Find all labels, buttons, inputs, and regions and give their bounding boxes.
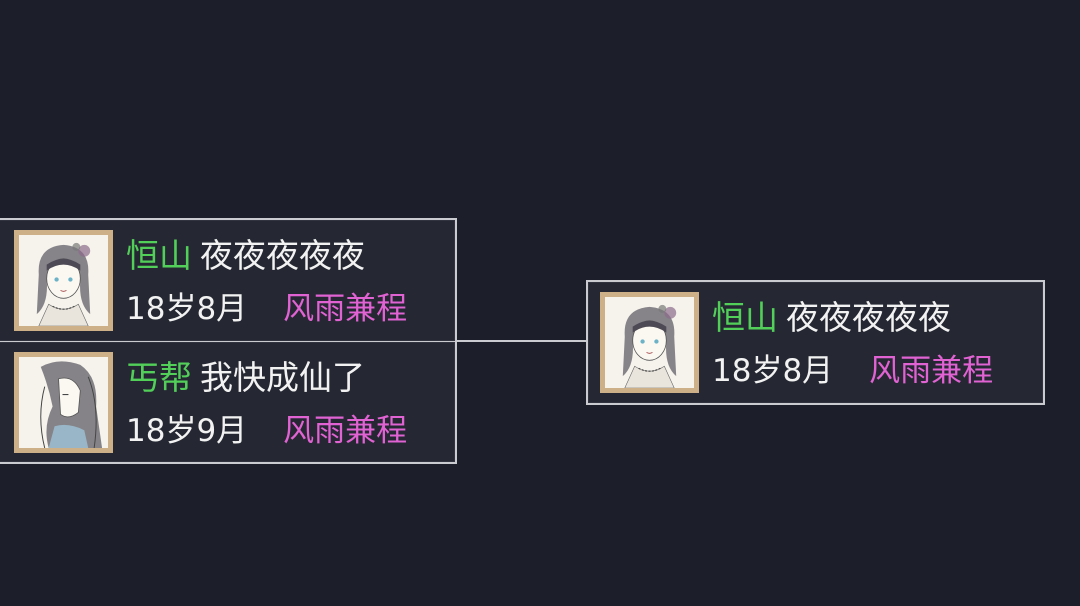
female-portrait-icon xyxy=(19,235,108,326)
player-info: 18岁8月风雨兼程 xyxy=(712,350,993,392)
female-portrait-icon xyxy=(605,297,694,388)
player-realm: 风雨兼程 xyxy=(869,353,994,389)
player-info: 18岁8月风雨兼程 xyxy=(126,288,407,330)
player-name: 夜夜夜夜夜 xyxy=(786,298,951,337)
player-avatar xyxy=(14,352,113,453)
player-card-winner[interactable]: 恒山夜夜夜夜夜 18岁8月风雨兼程 xyxy=(586,280,1045,405)
sect-name: 丐帮 xyxy=(126,358,192,397)
player-card-left-bottom[interactable]: 丐帮我快成仙了 18岁9月风雨兼程 xyxy=(0,341,457,464)
sect-name: 恒山 xyxy=(126,236,192,275)
player-title: 恒山夜夜夜夜夜 xyxy=(712,296,951,340)
player-avatar xyxy=(14,230,113,331)
player-age: 18岁8月 xyxy=(126,291,248,327)
player-age: 18岁9月 xyxy=(126,413,248,449)
bracket-connector-line xyxy=(457,340,588,342)
player-name: 我快成仙了 xyxy=(200,358,365,397)
player-avatar xyxy=(600,292,699,393)
player-title: 丐帮我快成仙了 xyxy=(126,356,365,400)
player-title: 恒山夜夜夜夜夜 xyxy=(126,234,365,278)
sect-name: 恒山 xyxy=(712,298,778,337)
player-age: 18岁8月 xyxy=(712,353,834,389)
long-hair-portrait-icon xyxy=(19,357,108,448)
player-card-left-top[interactable]: 恒山夜夜夜夜夜 18岁8月风雨兼程 xyxy=(0,218,457,342)
player-realm: 风雨兼程 xyxy=(283,413,408,449)
player-name: 夜夜夜夜夜 xyxy=(200,236,365,275)
player-info: 18岁9月风雨兼程 xyxy=(126,410,407,452)
player-realm: 风雨兼程 xyxy=(283,291,408,327)
